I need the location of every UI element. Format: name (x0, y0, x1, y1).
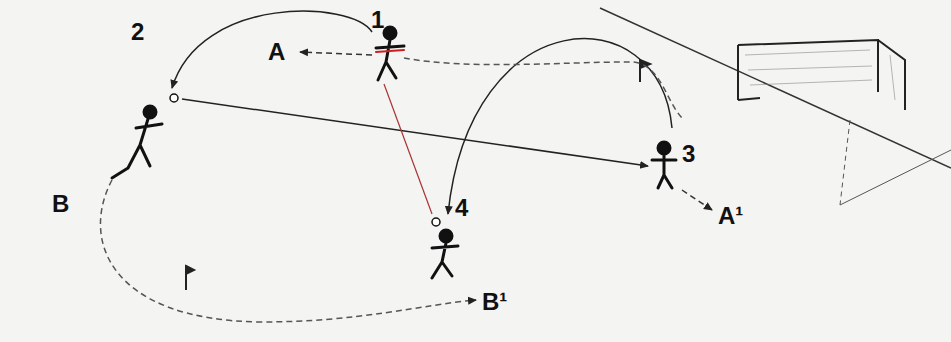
run-label: A¹ (718, 204, 743, 228)
run-line (100, 180, 476, 322)
player (652, 142, 676, 188)
ball (432, 218, 440, 226)
run-label: A (268, 40, 285, 64)
callout-number: 3 (682, 142, 695, 166)
run-label: B (52, 192, 69, 216)
ball (170, 94, 178, 102)
goal (738, 40, 905, 110)
run-line (300, 52, 372, 55)
run-line (682, 190, 712, 210)
run-line (404, 58, 682, 118)
callout-number: 2 (131, 20, 144, 44)
pass-arc (172, 11, 372, 88)
field-line (600, 8, 951, 168)
callout-number: 1 (371, 8, 384, 32)
pass-line (384, 84, 432, 214)
player (376, 27, 404, 80)
pass-arc (448, 39, 672, 214)
run-label: B¹ (482, 290, 507, 314)
player (432, 230, 458, 278)
flag (186, 60, 650, 290)
player (112, 106, 162, 178)
callout-number: 4 (455, 196, 468, 220)
box-line (840, 120, 850, 205)
pass-line (182, 99, 648, 166)
box-line (840, 150, 951, 205)
